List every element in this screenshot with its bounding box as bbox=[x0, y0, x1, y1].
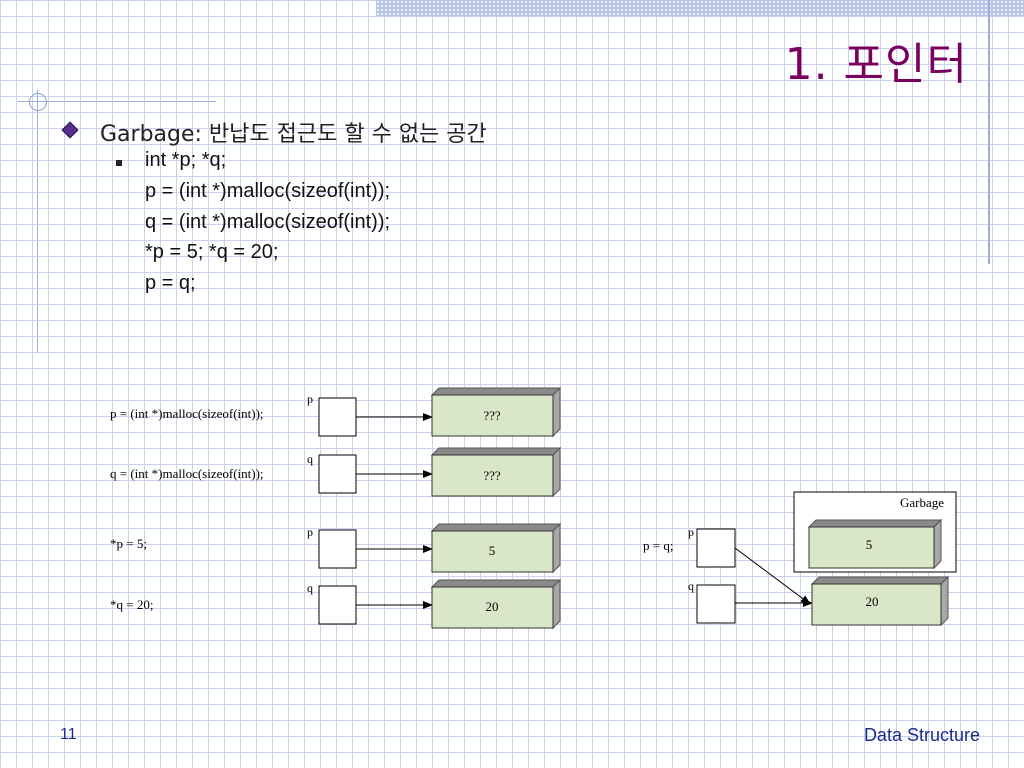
row1-cell bbox=[431, 394, 554, 437]
sub-bullet-square-icon bbox=[116, 160, 122, 166]
row3-cell bbox=[431, 530, 554, 573]
row4-cell-value: 20 bbox=[486, 599, 499, 614]
row1-pointer-box bbox=[318, 397, 357, 437]
code-line-3: q = (int *)malloc(sizeof(int)); bbox=[145, 211, 391, 233]
top-decoration-band bbox=[376, 0, 1024, 16]
garbage-cell-side bbox=[933, 518, 942, 570]
stmt-2: q = (int *)malloc(sizeof(int)); bbox=[110, 466, 264, 481]
stmt-5: p = q; bbox=[643, 538, 673, 553]
garbage-cell-value: 5 bbox=[866, 537, 873, 552]
final-p-label: p bbox=[688, 525, 694, 539]
final-p-box bbox=[696, 528, 736, 568]
row3-cell-value: 5 bbox=[489, 543, 496, 558]
bullet-text: Garbage: 반납도 접근도 할 수 없는 공간 bbox=[100, 122, 487, 147]
row2-cell-value: ??? bbox=[483, 468, 501, 483]
final-q-box bbox=[696, 584, 736, 624]
row2-cell-top bbox=[430, 447, 562, 456]
row1-cell-top bbox=[430, 387, 562, 396]
row4-var-label: q bbox=[307, 581, 313, 595]
left-vertical-rule bbox=[37, 90, 38, 352]
stmt-3: *p = 5; bbox=[110, 536, 147, 551]
garbage-cell bbox=[808, 526, 935, 569]
slide-title: 1. 포인터 bbox=[784, 39, 968, 90]
garbage-label: Garbage bbox=[900, 495, 944, 510]
code-line-1: int *p; *q; bbox=[145, 149, 227, 171]
right-vertical-rule bbox=[988, 0, 990, 264]
final-cell-top bbox=[810, 576, 950, 585]
code-line-2: p = (int *)malloc(sizeof(int)); bbox=[145, 180, 391, 202]
row4-cell bbox=[431, 586, 554, 629]
footer-title: Data Structure bbox=[863, 725, 980, 745]
stmt-1: p = (int *)malloc(sizeof(int)); bbox=[110, 406, 264, 421]
left-horizontal-rule bbox=[18, 101, 216, 102]
page-number: 11 bbox=[60, 726, 77, 743]
final-p-arrow bbox=[734, 547, 811, 605]
row3-cell-top bbox=[430, 523, 562, 532]
row1-var-label: p bbox=[307, 392, 313, 406]
row4-cell-side bbox=[552, 578, 561, 630]
stmt-4: *q = 20; bbox=[110, 597, 153, 612]
row3-var-label: p bbox=[307, 525, 313, 539]
final-cell-value: 20 bbox=[866, 594, 879, 609]
final-q-label: q bbox=[688, 579, 694, 593]
garbage-cell-top bbox=[807, 519, 943, 528]
row2-cell bbox=[431, 454, 554, 497]
final-cell bbox=[811, 583, 942, 626]
row2-cell-side bbox=[552, 446, 561, 498]
row3-pointer-box bbox=[318, 529, 357, 569]
row4-pointer-box bbox=[318, 585, 357, 625]
row1-cell-value: ??? bbox=[483, 408, 501, 423]
row2-var-label: q bbox=[307, 452, 313, 466]
code-line-4: *p = 5; *q = 20; bbox=[145, 241, 279, 263]
corner-circle-decoration bbox=[29, 93, 47, 111]
final-cell-side bbox=[940, 575, 949, 627]
row2-pointer-box bbox=[318, 454, 357, 494]
row1-cell-side bbox=[552, 386, 561, 438]
row3-cell-side bbox=[552, 522, 561, 574]
row4-cell-top bbox=[430, 579, 562, 588]
code-line-5: p = q; bbox=[145, 272, 196, 294]
